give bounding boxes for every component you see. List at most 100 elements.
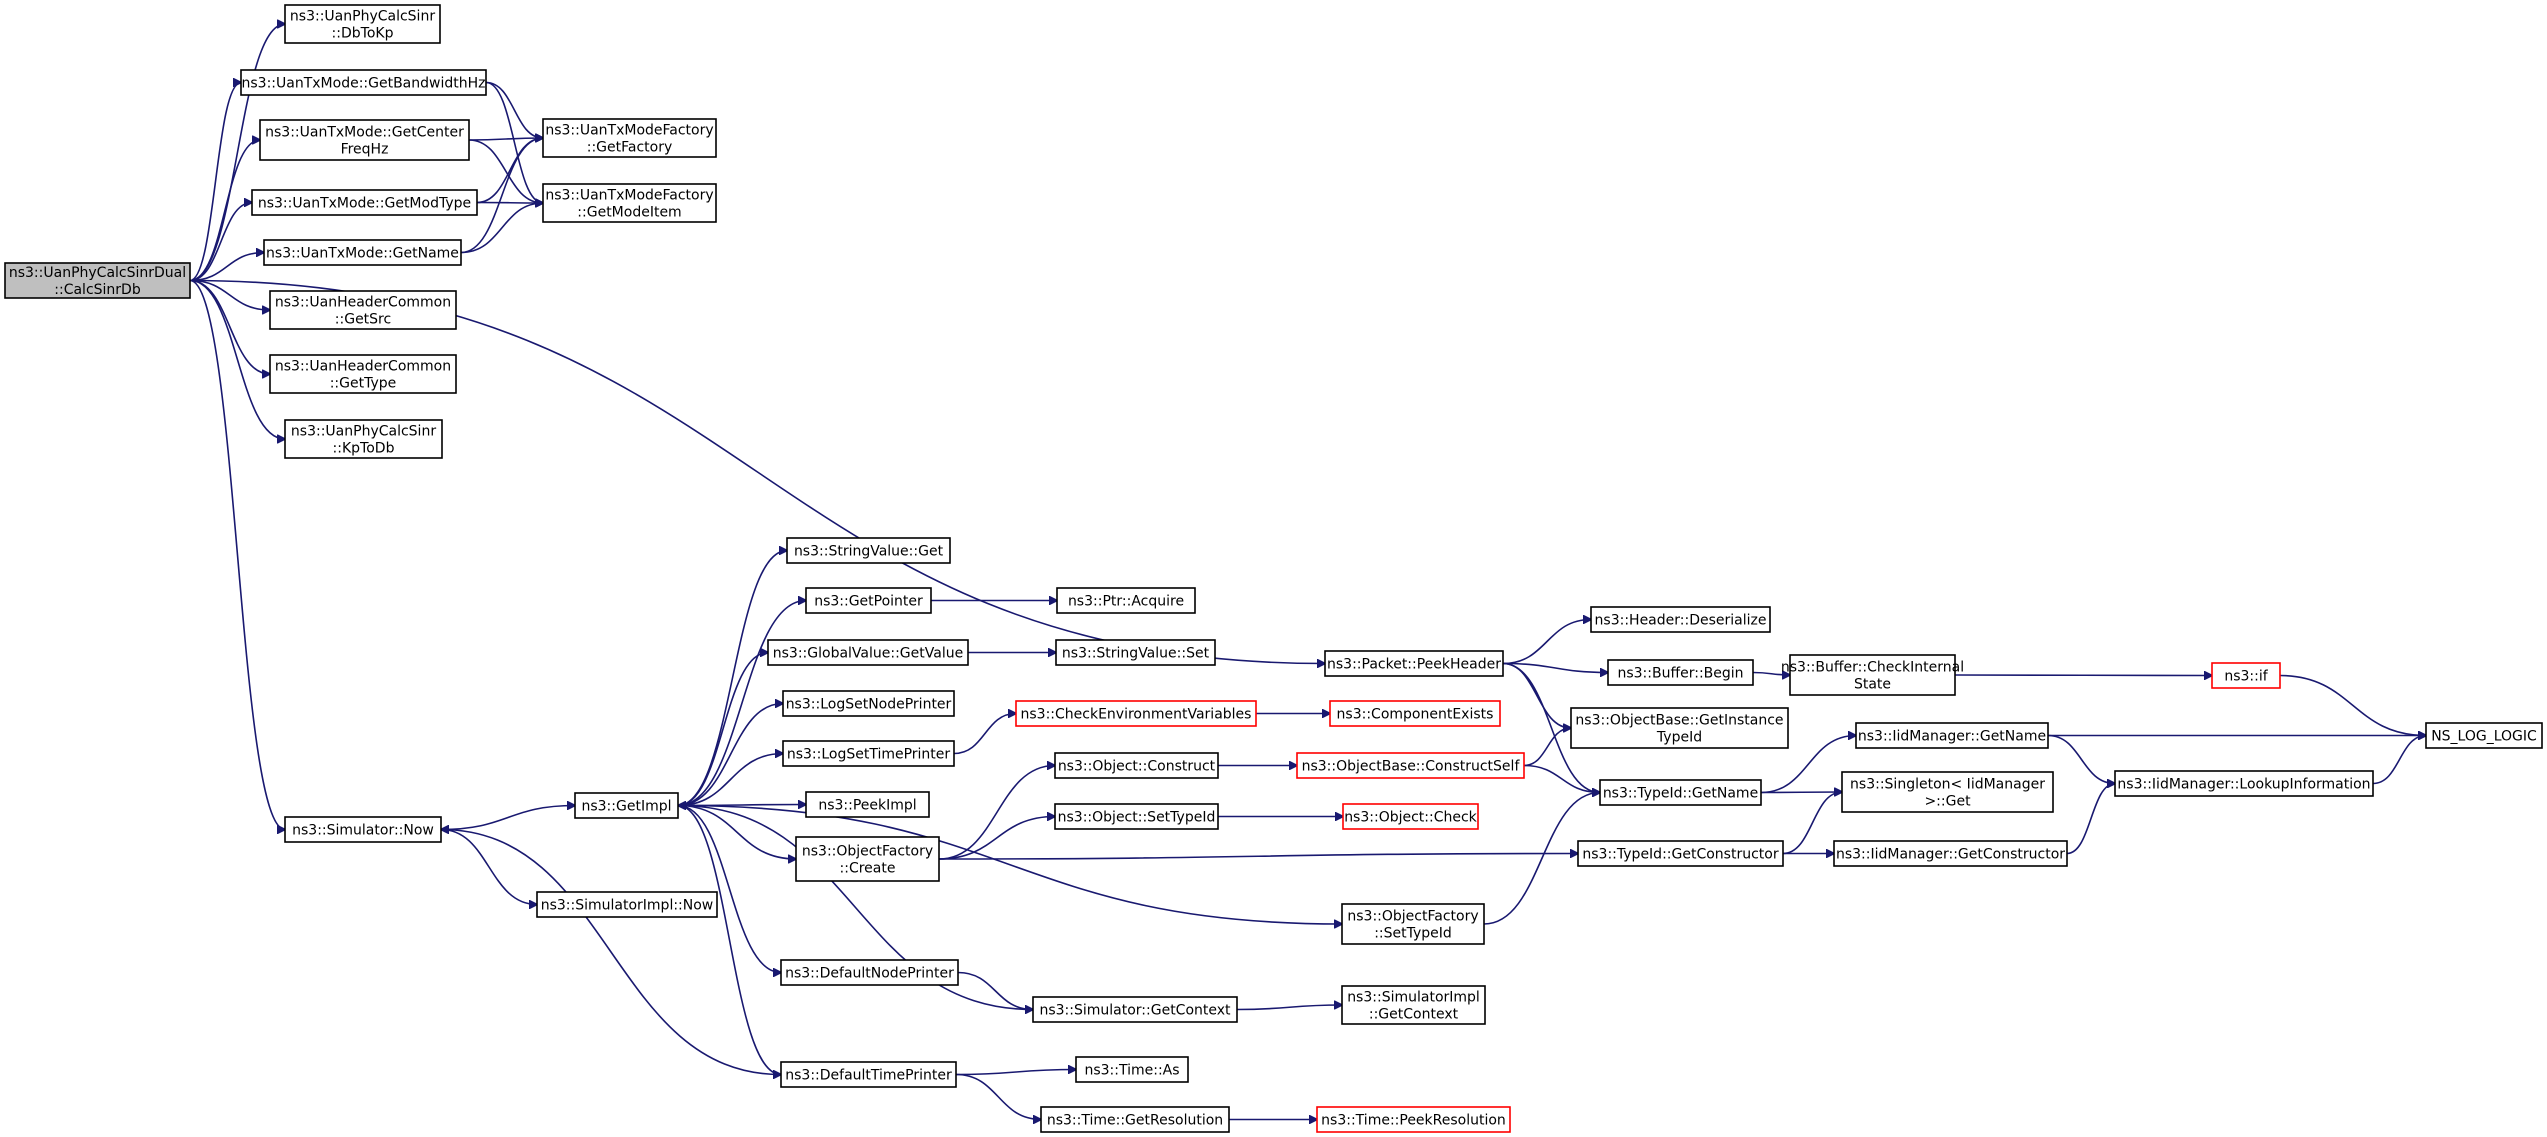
graph-node-getbw[interactable]: ns3::UanTxMode::GetBandwidthHz <box>240 69 487 96</box>
edge-root-to-kptodb <box>189 279 285 440</box>
edge-getimpl-to-defnode <box>677 804 781 973</box>
edge-constructself-to-tidgetname <box>1523 764 1600 793</box>
edge-getimpl-to-deftime <box>677 804 781 1075</box>
node-label: ns3::UanHeaderCommon <box>275 295 451 311</box>
node-label: ns3::SimulatorImpl <box>1347 990 1480 1006</box>
graph-node-ofcreate[interactable]: ns3::ObjectFactory::Create <box>795 836 940 882</box>
node-box <box>1577 840 1784 867</box>
node-box <box>1855 722 2049 749</box>
graph-node-getimpl[interactable]: ns3::GetImpl <box>574 792 679 819</box>
graph-node-constructself[interactable]: ns3::ObjectBase::ConstructSelf <box>1296 752 1525 779</box>
node-label: ns3::GlobalValue::GetValue <box>773 646 963 662</box>
graph-node-ofsettypeid[interactable]: ns3::ObjectFactory::SetTypeId <box>1341 903 1485 945</box>
edge-iidgetctor-to-iidlookup <box>2066 784 2115 855</box>
graph-node-getsrc[interactable]: ns3::UanHeaderCommon::GetSrc <box>269 290 457 330</box>
graph-node-compexists[interactable]: ns3::ComponentExists <box>1329 700 1501 727</box>
node-box <box>805 587 932 614</box>
graph-node-deftime[interactable]: ns3::DefaultTimePrinter <box>780 1061 957 1088</box>
node-label: ::GetModeItem <box>577 205 681 221</box>
graph-node-getres[interactable]: ns3::Time::GetResolution <box>1040 1106 1230 1133</box>
graph-node-objsettypeid[interactable]: ns3::Object::SetTypeId <box>1054 803 1219 830</box>
node-label: TypeId <box>1656 730 1702 746</box>
graph-node-singleton[interactable]: ns3::Singleton< IidManager>::Get <box>1841 771 2054 813</box>
graph-node-dbtokp[interactable]: ns3::UanPhyCalcSinr::DbToKp <box>284 4 441 44</box>
node-box <box>1316 1106 1511 1133</box>
node-box <box>782 690 955 717</box>
node-label: ns3::Object::Check <box>1344 810 1477 826</box>
node-box <box>263 239 462 266</box>
graph-node-getname[interactable]: ns3::UanTxMode::GetName <box>263 239 462 266</box>
node-label: ns3::UanTxModeFactory <box>545 123 713 139</box>
edge-deftime-to-simnow <box>441 830 782 1076</box>
node-label: State <box>1854 677 1891 693</box>
node-label: ns3::UanTxMode::GetModType <box>258 196 471 212</box>
graph-node-iidgetname[interactable]: ns3::IidManager::GetName <box>1855 722 2049 749</box>
graph-node-kptodb[interactable]: ns3::UanPhyCalcSinr::KpToDb <box>284 419 443 459</box>
graph-node-iidlookup[interactable]: ns3::IidManager::LookupInformation <box>2114 770 2374 797</box>
edge-ofsettypeid-to-tidgetname <box>1483 793 1600 925</box>
node-label: ::GetType <box>330 376 397 392</box>
graph-node-gettype[interactable]: ns3::UanHeaderCommon::GetType <box>269 354 457 394</box>
graph-node-objcheck[interactable]: ns3::Object::Check <box>1342 803 1479 830</box>
node-label: ns3::GetPointer <box>814 594 923 610</box>
edge-getcontext-to-getimpl <box>678 806 1034 1011</box>
node-box <box>1054 752 1219 779</box>
graph-node-defnode[interactable]: ns3::DefaultNodePrinter <box>780 959 959 986</box>
node-box <box>782 740 955 767</box>
graph-node-nsif[interactable]: ns3::if <box>2211 662 2281 689</box>
graph-node-bufbegin[interactable]: ns3::Buffer::Begin <box>1607 659 1754 686</box>
node-box <box>786 537 951 564</box>
graph-node-ptracquire[interactable]: ns3::Ptr::Acquire <box>1056 587 1196 614</box>
edge-peekheader-to-bufbegin <box>1502 662 1608 673</box>
graph-node-simnow[interactable]: ns3::Simulator::Now <box>284 816 442 843</box>
graph-node-iidgetctor[interactable]: ns3::IidManager::GetConstructor <box>1833 840 2068 867</box>
graph-node-tidgetname[interactable]: ns3::TypeId::GetName <box>1599 779 1762 806</box>
graph-node-strget[interactable]: ns3::StringValue::Get <box>786 537 951 564</box>
graph-node-simimplnow[interactable]: ns3::SimulatorImpl::Now <box>536 891 718 918</box>
graph-node-getmodeitem[interactable]: ns3::UanTxModeFactory::GetModeItem <box>542 183 717 223</box>
edge-root-to-getsrc <box>189 279 270 311</box>
edge-getimpl-to-ofsettypeid <box>677 804 1342 925</box>
graph-node-peekheader[interactable]: ns3::Packet::PeekHeader <box>1324 650 1504 677</box>
graph-node-getmod[interactable]: ns3::UanTxMode::GetModType <box>251 189 478 216</box>
graph-node-logtime[interactable]: ns3::LogSetTimePrinter <box>782 740 955 767</box>
edge-deftime-to-getres <box>955 1073 1041 1120</box>
graph-node-getpointer[interactable]: ns3::GetPointer <box>805 587 932 614</box>
node-box <box>780 959 959 986</box>
graph-node-root[interactable]: ns3::UanPhyCalcSinrDual::CalcSinrDb <box>4 262 191 299</box>
graph-node-peekres[interactable]: ns3::Time::PeekResolution <box>1316 1106 1511 1133</box>
graph-node-getcontext[interactable]: ns3::Simulator::GetContext <box>1032 996 1238 1023</box>
edge-getcf-to-getfactory <box>468 138 543 140</box>
node-label: ns3::Singleton< IidManager <box>1850 777 2045 793</box>
graph-node-hdrdeser[interactable]: ns3::Header::Deserialize <box>1590 606 1771 633</box>
node-label: ns3::UanTxMode::GetBandwidthHz <box>242 76 486 92</box>
node-label: ns3::TypeId::GetName <box>1603 786 1758 802</box>
graph-node-objconstruct[interactable]: ns3::Object::Construct <box>1054 752 1219 779</box>
edge-tidgetname-to-singleton <box>1760 792 1842 793</box>
graph-node-checkenv[interactable]: ns3::CheckEnvironmentVariables <box>1015 700 1257 727</box>
graph-node-implgetcontext[interactable]: ns3::SimulatorImpl::GetContext <box>1341 985 1486 1025</box>
edge-getimpl-to-lognode <box>677 704 783 807</box>
node-box <box>1329 700 1501 727</box>
edge-peekheader-to-obginst <box>1502 662 1571 729</box>
graph-node-peekimpl[interactable]: ns3::PeekImpl <box>805 791 930 818</box>
graph-node-gvgetvalue[interactable]: ns3::GlobalValue::GetValue <box>767 639 969 666</box>
graph-node-tidgetctor[interactable]: ns3::TypeId::GetConstructor <box>1577 840 1784 867</box>
edge-defnode-to-getcontext <box>957 971 1033 1010</box>
graph-node-getfactory[interactable]: ns3::UanTxModeFactory::GetFactory <box>542 118 717 158</box>
node-label: NS_LOG_LOGIC <box>2431 729 2537 745</box>
node-label: ns3::UanPhyCalcSinrDual <box>9 265 186 281</box>
node-box <box>4 262 191 299</box>
graph-node-lognode[interactable]: ns3::LogSetNodePrinter <box>782 690 955 717</box>
graph-node-timeas[interactable]: ns3::Time::As <box>1075 1056 1189 1083</box>
edge-getmod-to-getmodeitem <box>476 203 543 204</box>
node-box <box>251 189 478 216</box>
graph-node-nslog[interactable]: NS_LOG_LOGIC <box>2425 722 2543 749</box>
node-box <box>2114 770 2374 797</box>
graph-node-strset[interactable]: ns3::StringValue::Set <box>1055 639 1216 666</box>
node-label: ::SetTypeId <box>1374 926 1452 942</box>
node-label: ns3::if <box>2224 669 2268 685</box>
